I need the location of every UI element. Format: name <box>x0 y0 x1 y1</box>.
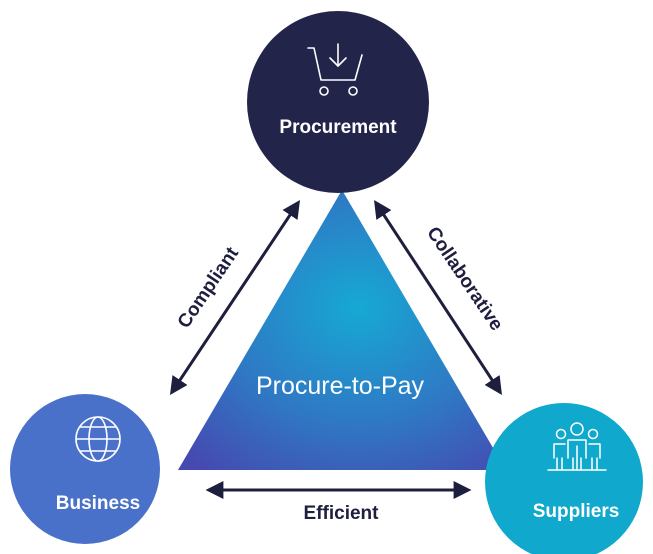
compliant-label: Compliant <box>174 243 244 332</box>
suppliers-label: Suppliers <box>533 501 620 522</box>
business-node: Business <box>10 394 160 544</box>
suppliers-node: Suppliers <box>485 403 643 554</box>
people-group-icon <box>547 422 607 471</box>
procurement-label: Procurement <box>279 117 397 138</box>
globe-icon <box>75 416 121 462</box>
business-label: Business <box>56 493 140 514</box>
compliant-arrow <box>170 200 300 395</box>
shopping-cart-download-icon <box>307 43 363 96</box>
efficient-label: Efficient <box>304 503 380 524</box>
collaborative-label: Collaborative <box>422 223 507 335</box>
collaborative-arrow <box>374 199 502 396</box>
procurement-node: Procurement <box>247 11 429 193</box>
center-triangle <box>178 190 506 470</box>
center-label: Procure-to-Pay <box>256 372 425 400</box>
